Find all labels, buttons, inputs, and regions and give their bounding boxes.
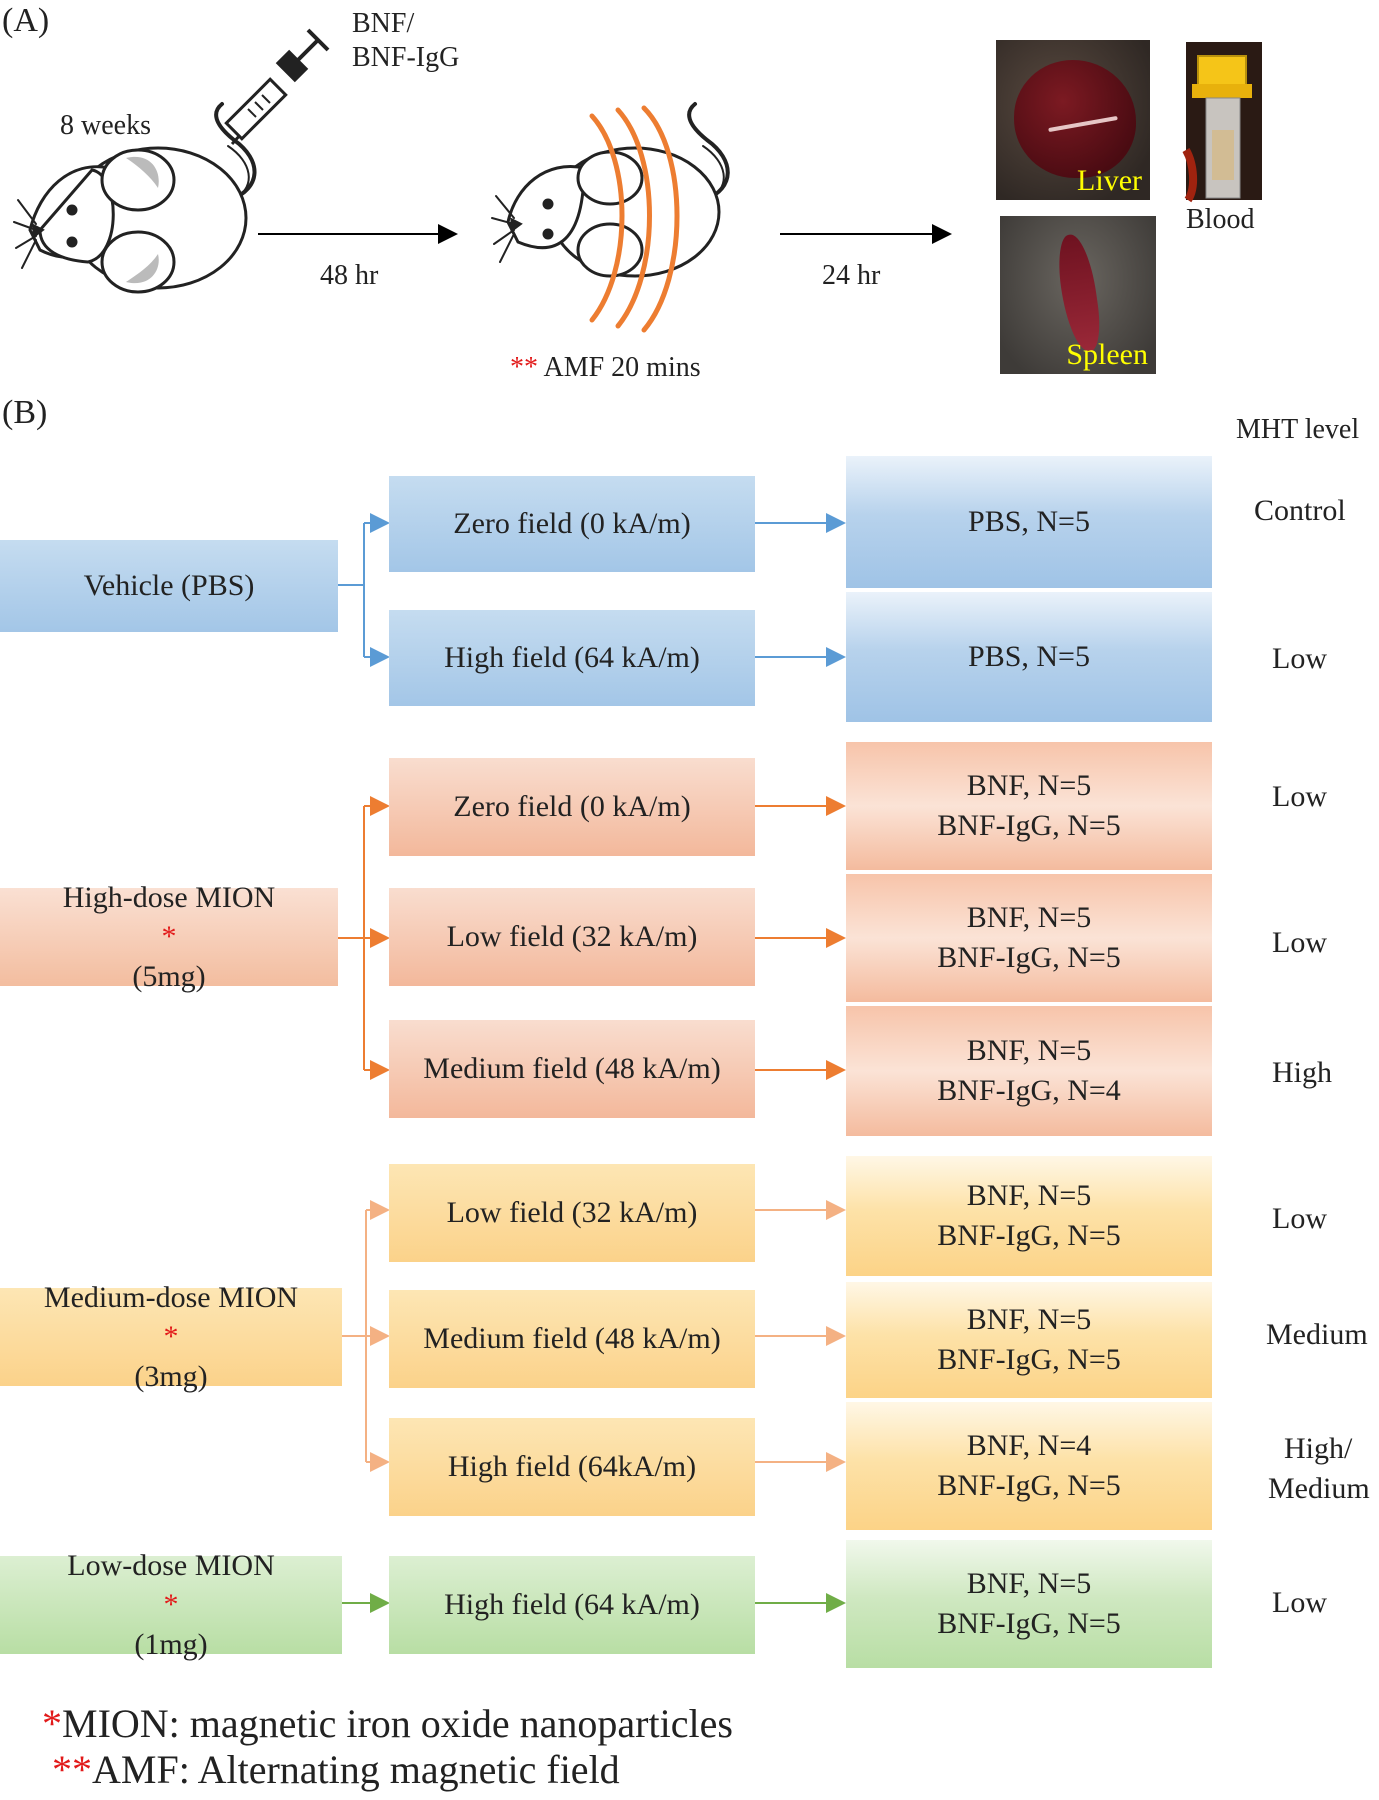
low-dose-label: Low-dose MION xyxy=(67,1548,275,1582)
field-label: Low field (32 kA/m) xyxy=(446,920,698,954)
low-dose-star: * xyxy=(163,1588,179,1622)
panel-a-graphics xyxy=(13,28,1262,333)
amf-label: ** AMF 20 mins xyxy=(510,354,701,382)
step1-time-label: 48 hr xyxy=(320,260,379,291)
field-label: Zero field (0 kA/m) xyxy=(453,790,691,824)
footnote-mion-text: MION: magnetic iron oxide nanoparticles xyxy=(62,1701,733,1746)
result-line: BNF-IgG, N=4 xyxy=(937,1074,1121,1107)
field-label: Medium field (48 kA/m) xyxy=(423,1052,721,1086)
mht-level: Low xyxy=(1272,642,1327,675)
high-dose-amount: (5mg) xyxy=(132,959,206,993)
mht-level: Control xyxy=(1254,494,1346,527)
vehicle-label: Vehicle (PBS) xyxy=(83,569,255,603)
mht-level: Medium xyxy=(1266,1318,1368,1351)
result-line: BNF-IgG, N=5 xyxy=(937,1219,1121,1252)
result-line: BNF, N=5 xyxy=(966,1567,1092,1601)
age-label: 8 weeks xyxy=(60,110,151,141)
panel-b-label: (B) xyxy=(2,394,48,431)
flow-arrows xyxy=(338,513,846,1613)
mouse-icon xyxy=(13,102,257,294)
result-line: BNF, N=5 xyxy=(966,901,1092,935)
liver-label: Liver xyxy=(1077,164,1142,197)
mht-level: High/ xyxy=(1284,1432,1353,1465)
mht-level: Low xyxy=(1272,1202,1327,1235)
field-box: High field (64 kA/m) xyxy=(389,610,755,706)
mht-level: Low xyxy=(1272,780,1327,813)
blood-tube-icon xyxy=(1182,42,1262,203)
low-dose-amount: (1mg) xyxy=(134,1627,208,1661)
result-line: BNF, N=5 xyxy=(966,1034,1092,1068)
result-line: BNF, N=5 xyxy=(966,1303,1092,1337)
field-label: High field (64kA/m) xyxy=(447,1450,697,1484)
field-box: Medium field (48 kA/m) xyxy=(389,1290,755,1388)
result-line: BNF-IgG, N=5 xyxy=(937,809,1121,842)
field-label: Low field (32 kA/m) xyxy=(446,1196,698,1230)
field-label: High field (64 kA/m) xyxy=(444,1588,700,1622)
result-line: PBS, N=5 xyxy=(968,505,1090,539)
mht-level: High xyxy=(1272,1056,1332,1089)
spleen-photo: Spleen xyxy=(1000,216,1156,374)
syringe-icon xyxy=(224,28,330,146)
injection-label-line1: BNF/ xyxy=(352,8,415,39)
amf-marker: ** xyxy=(510,352,538,383)
medium-dose-group-box: Medium-dose MION * (3mg) xyxy=(0,1281,342,1393)
spleen-label: Spleen xyxy=(1066,338,1148,371)
mht-level-header: MHT level xyxy=(1236,414,1360,445)
field-box: Medium field (48 kA/m) xyxy=(389,1020,755,1118)
result-line: BNF-IgG, N=5 xyxy=(937,941,1121,974)
low-dose-group-box: Low-dose MION * (1mg) xyxy=(0,1549,342,1661)
high-dose-label: High-dose MION xyxy=(62,880,276,914)
medium-dose-amount: (3mg) xyxy=(134,1359,208,1393)
field-box: Zero field (0 kA/m) xyxy=(389,476,755,572)
result-line: BNF, N=5 xyxy=(966,769,1092,803)
mouse-icon xyxy=(491,102,730,278)
field-label: High field (64 kA/m) xyxy=(444,641,700,675)
field-box: Zero field (0 kA/m) xyxy=(389,758,755,856)
result-line: BNF, N=5 xyxy=(966,1179,1092,1213)
footnote-amf: **AMF: Alternating magnetic field xyxy=(52,1750,620,1790)
field-box: High field (64kA/m) xyxy=(389,1418,755,1516)
footnote-mion: *MION: magnetic iron oxide nanoparticles xyxy=(42,1704,733,1744)
mht-level: Low xyxy=(1272,926,1327,959)
mht-level: Low xyxy=(1272,1586,1327,1619)
medium-dose-label: Medium-dose MION xyxy=(43,1280,299,1314)
mht-level: Medium xyxy=(1268,1472,1370,1505)
result-line: BNF, N=4 xyxy=(966,1429,1092,1463)
field-label: Zero field (0 kA/m) xyxy=(453,507,691,541)
amf-label-text: AMF 20 mins xyxy=(543,352,701,383)
field-box: High field (64 kA/m) xyxy=(389,1556,755,1654)
field-box: Low field (32 kA/m) xyxy=(389,888,755,986)
footnote-mion-star: * xyxy=(42,1701,62,1746)
vehicle-group-box: Vehicle (PBS) xyxy=(0,540,338,632)
result-line: BNF-IgG, N=5 xyxy=(937,1343,1121,1376)
field-label: Medium field (48 kA/m) xyxy=(423,1322,721,1356)
step2-time-label: 24 hr xyxy=(822,260,881,291)
result-box: PBS, N=5 xyxy=(846,456,1212,588)
result-line: BNF-IgG, N=5 xyxy=(937,1469,1121,1502)
medium-dose-star: * xyxy=(163,1320,179,1354)
field-box: Low field (32 kA/m) xyxy=(389,1164,755,1262)
result-line: BNF-IgG, N=5 xyxy=(937,1607,1121,1640)
footnote-amf-text: AMF: Alternating magnetic field xyxy=(92,1747,620,1792)
result-box: PBS, N=5 xyxy=(846,592,1212,722)
result-line: PBS, N=5 xyxy=(968,640,1090,674)
footnote-amf-star: ** xyxy=(52,1747,92,1792)
blood-label: Blood xyxy=(1186,204,1255,235)
injection-label-line2: BNF-IgG xyxy=(352,42,460,73)
liver-photo: Liver xyxy=(996,40,1150,200)
amf-coil-icon xyxy=(589,105,680,333)
high-dose-group-box: High-dose MION * (5mg) xyxy=(0,881,338,993)
high-dose-star: * xyxy=(161,920,177,954)
panel-a-label: (A) xyxy=(2,2,50,39)
